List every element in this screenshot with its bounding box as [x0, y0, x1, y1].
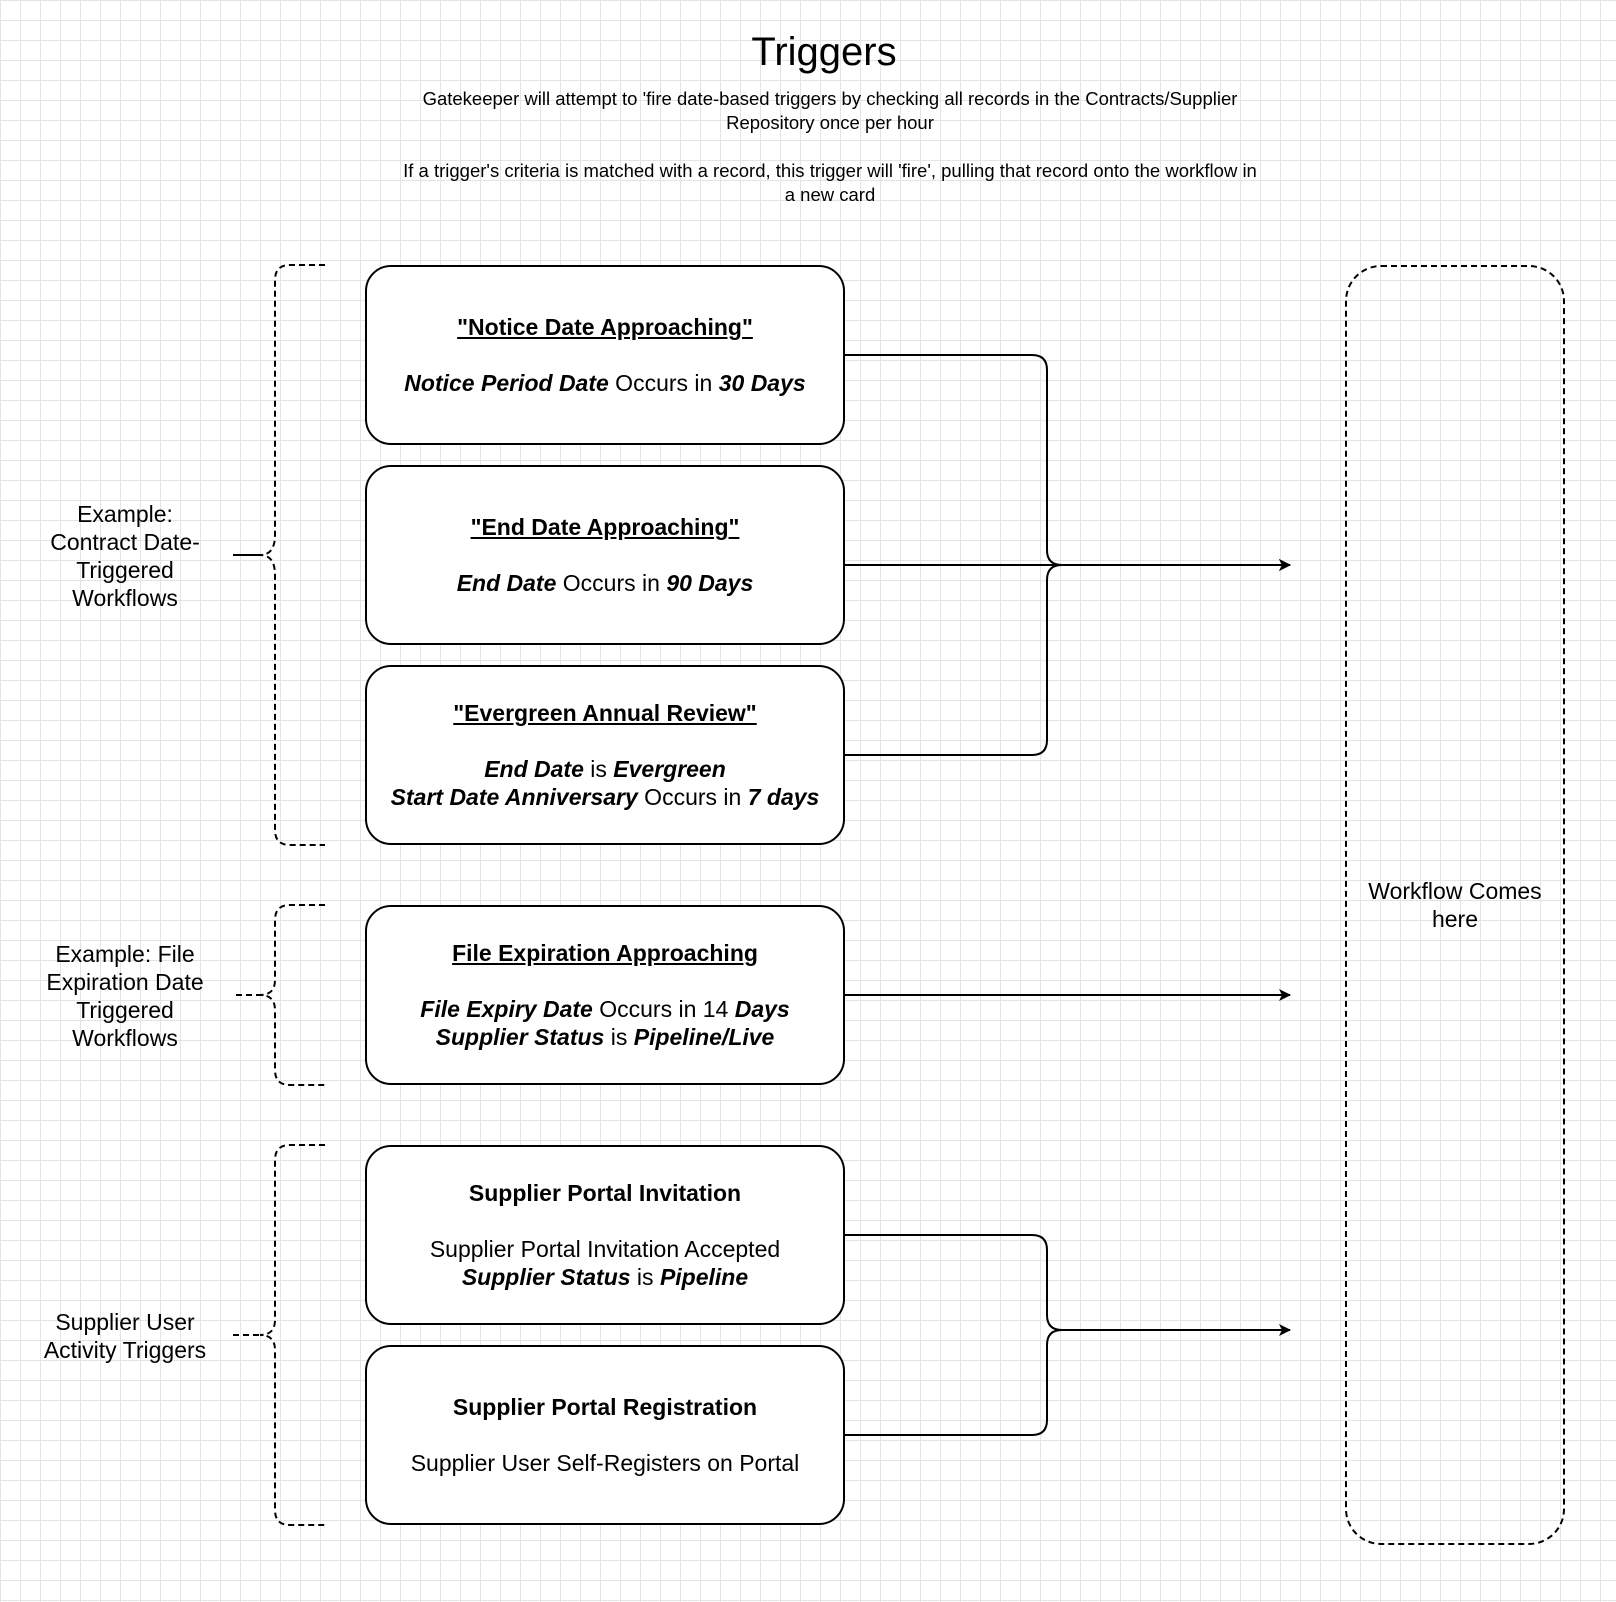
group-label-line: Example: [77, 501, 173, 527]
group-label-line: Triggered [76, 557, 174, 583]
criteria-line: Supplier Status is Pipeline/Live [420, 1023, 789, 1051]
criteria-field: 90 Days [666, 570, 754, 596]
description-1-line-2: Repository once per hour [726, 112, 934, 133]
group-bracket-file-expiration [259, 904, 325, 1086]
group-label-line: Example: File [55, 941, 195, 967]
criteria-line: Start Date Anniversary Occurs in 7 days [391, 783, 820, 811]
connector-notice-date [845, 354, 1291, 571]
criteria-text: Occurs in [637, 784, 748, 810]
group-label-supplier-activity: Supplier User Activity Triggers [30, 1308, 220, 1364]
criteria-text: is [604, 1024, 634, 1050]
group-label-file-expiration: Example: File Expiration Date Triggered … [30, 940, 220, 1052]
description-2: If a trigger's criteria is matched with … [350, 159, 1310, 207]
workflow-target[interactable]: Workflow Comes here [1345, 265, 1565, 1545]
criteria-field: Notice Period Date [404, 370, 609, 396]
criteria-field: Supplier Status [435, 1024, 605, 1050]
criteria-field: Start Date Anniversary [390, 784, 638, 810]
page-title: Triggers [751, 30, 897, 74]
criteria-text: Occurs in [608, 370, 719, 396]
workflow-label-line: Workflow Comes [1368, 878, 1542, 904]
card-title: "End Date Approaching" [470, 514, 740, 540]
trigger-card-notice-date[interactable]: "Notice Date Approaching" Notice Period D… [365, 265, 845, 445]
description-1: Gatekeeper will attempt to 'fire date-ba… [380, 87, 1280, 135]
criteria-field: Evergreen [613, 756, 726, 782]
group-label-line: Workflows [72, 1025, 178, 1051]
criteria-text: is [630, 1264, 660, 1290]
card-criteria: Supplier User Self-Registers on Portal [411, 1449, 800, 1477]
card-criteria: End Date Occurs in 90 Days [457, 569, 754, 597]
criteria-line: End Date Occurs in 90 Days [457, 569, 754, 597]
card-title: "Evergreen Annual Review" [453, 700, 757, 726]
trigger-card-evergreen-review[interactable]: "Evergreen Annual Review" End Date is Eve… [365, 665, 845, 845]
criteria-text: is [583, 756, 614, 782]
card-title: Supplier Portal Registration [452, 1394, 758, 1420]
criteria-field: Supplier Status [461, 1264, 631, 1290]
group-bracket-supplier-activity [259, 1144, 325, 1526]
description-2-line-2: a new card [784, 184, 876, 205]
group-label-line: Contract Date- [50, 529, 200, 555]
group-bracket-contract-date [259, 264, 325, 846]
criteria-line: Notice Period Date Occurs in 30 Days [404, 369, 805, 397]
group-label-line: Supplier User [55, 1309, 195, 1335]
card-title: File Expiration Approaching [452, 940, 758, 966]
criteria-field: Pipeline [659, 1264, 749, 1290]
criteria-field: Days [734, 996, 790, 1022]
criteria-line: File Expiry Date Occurs in 14 Days [420, 995, 789, 1023]
group-label-line: Workflows [72, 585, 178, 611]
criteria-field: 7 days [747, 784, 820, 810]
criteria-text: Occurs in [556, 570, 667, 596]
criteria-line: Supplier Portal Invitation Accepted [430, 1235, 780, 1263]
trigger-card-end-date[interactable]: "End Date Approaching" End Date Occurs in… [365, 465, 845, 645]
card-title: Supplier Portal Invitation [468, 1180, 742, 1206]
group-label-line: Triggered [76, 997, 174, 1023]
criteria-field: File Expiry Date [420, 996, 593, 1022]
connector-portal-invitation [845, 1234, 1291, 1336]
criteria-line: Supplier Status is Pipeline [430, 1263, 780, 1291]
criteria-text: Supplier Portal Invitation Accepted [429, 1236, 781, 1262]
group-label-line: Expiration Date [46, 969, 204, 995]
criteria-field: End Date [484, 756, 584, 782]
card-title: "Notice Date Approaching" [457, 314, 753, 340]
criteria-line: Supplier User Self-Registers on Portal [411, 1449, 800, 1477]
description-2-line-1: If a trigger's criteria is matched with … [403, 160, 1257, 181]
criteria-line: End Date is Evergreen [391, 755, 820, 783]
group-label-contract-date: Example: Contract Date- Triggered Workfl… [30, 500, 220, 612]
card-criteria: Notice Period Date Occurs in 30 Days [404, 369, 805, 397]
description-1-line-1: Gatekeeper will attempt to 'fire date-ba… [422, 88, 1238, 109]
criteria-field: Pipeline/Live [633, 1024, 775, 1050]
criteria-text: Occurs in 14 [592, 996, 735, 1022]
connector-evergreen [845, 564, 1063, 756]
connector-portal-registration [845, 1329, 1063, 1436]
criteria-text: Supplier User Self-Registers on Portal [410, 1450, 800, 1476]
workflow-label-line: here [1431, 906, 1479, 932]
group-label-line: Activity Triggers [43, 1337, 207, 1363]
criteria-field: 30 Days [718, 370, 806, 396]
criteria-field: End Date [456, 570, 557, 596]
